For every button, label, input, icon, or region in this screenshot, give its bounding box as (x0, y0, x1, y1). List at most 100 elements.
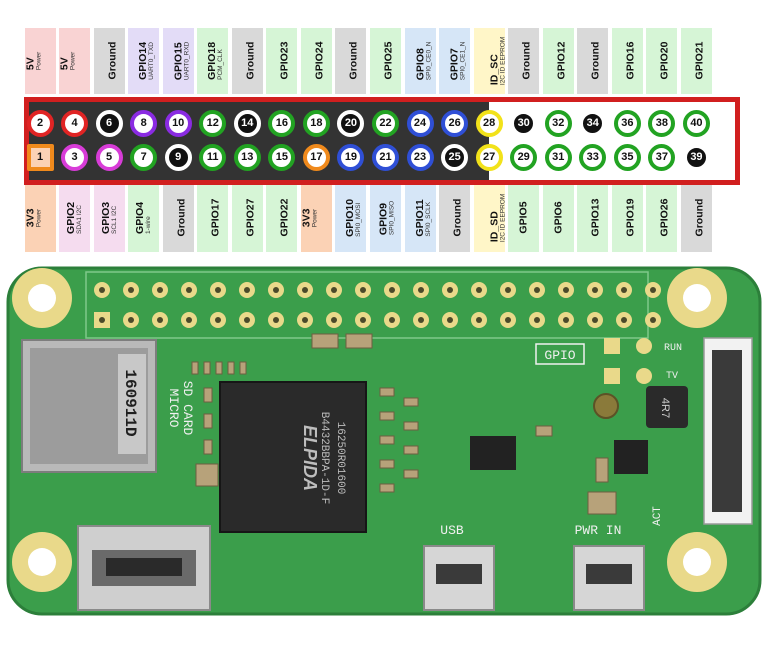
passive-component (215, 361, 223, 375)
bottom-label-6: GPIO17 (197, 184, 229, 252)
sd-card-code: 160911D (121, 369, 139, 436)
pin-name: GPIO8 (413, 48, 426, 81)
top-pin-16: 16 (268, 109, 296, 137)
pin-name: GPIO22 (278, 199, 291, 237)
top-pin-30: 30 (510, 109, 538, 137)
pin-name: Ground (520, 42, 533, 80)
passive-component (203, 387, 213, 403)
bottom-label-18: GPIO19 (611, 184, 643, 252)
bottom-pin-27: 27 (475, 143, 503, 171)
header-pad-hole (650, 287, 656, 293)
header-pad-hole (99, 317, 105, 323)
bottom-label-15: GPIO5 (508, 184, 540, 252)
pin-function: SPI0_MOSI (355, 202, 363, 237)
micro-usb-port (423, 545, 495, 611)
top-pin-40: 40 (682, 109, 710, 137)
chip-line-1: B4432BBPA-1D-F (318, 412, 330, 504)
pin-name: Ground (244, 42, 257, 80)
header-pad-hole (505, 317, 511, 323)
sd-label-card: SD CARD (180, 381, 195, 436)
header-pad-hole (389, 287, 395, 293)
pin-name: ID_SD (487, 211, 500, 243)
gpio-label: GPIO (544, 348, 575, 363)
small-chip-center (470, 436, 516, 470)
header-pad-hole (592, 287, 598, 293)
bottom-pin-7: 7 (130, 143, 158, 171)
passive-component (403, 445, 419, 455)
mounting-hole-top-left (12, 268, 72, 328)
header-pad-hole (128, 317, 134, 323)
header-pad-hole (650, 317, 656, 323)
top-label-19: GPIO20 (646, 28, 678, 94)
header-pad-hole (244, 287, 250, 293)
top-pin-8: 8 (130, 109, 158, 137)
header-pad-hole (476, 317, 482, 323)
passive-component (403, 421, 419, 431)
top-pin-22: 22 (372, 109, 399, 137)
passive-component (203, 361, 211, 375)
header-pad-hole (302, 317, 308, 323)
bottom-pin-23: 23 (406, 143, 434, 171)
passive-component (311, 333, 339, 349)
header-pad-hole (128, 287, 134, 293)
header-pad-hole (621, 287, 627, 293)
header-pad-hole (534, 317, 540, 323)
header-pad-hole (273, 287, 279, 293)
header-pad-hole (389, 317, 395, 323)
passive-component (203, 413, 213, 429)
header-pad-hole (476, 287, 482, 293)
header-pad-grid (94, 282, 661, 328)
top-label-11: GPIO25 (370, 28, 401, 94)
pin-name: GPIO21 (693, 42, 706, 80)
mounting-hole-bottom-left (12, 532, 72, 592)
passive-component (403, 397, 419, 407)
pin-function: I2C ID EEPROM (498, 36, 505, 86)
bottom-label-5: Ground (162, 184, 194, 252)
header-pad-hole (215, 317, 221, 323)
pin-function: SDA1 I2C (76, 205, 84, 235)
pin-name: GPIO27 (244, 199, 257, 237)
act-label: ACT (652, 506, 664, 526)
mounting-hole-bottom-right (667, 532, 727, 592)
pin-name: Ground (589, 42, 602, 80)
pin-function: SCL1 I2C (110, 205, 118, 235)
header-pad-hole (563, 317, 569, 323)
pin-name: 3V3 (24, 208, 36, 228)
pin-function: UART0_TXD (148, 42, 156, 80)
bottom-label-17: GPIO13 (577, 184, 609, 252)
header-pad-hole (360, 287, 366, 293)
pin-function: SPI0_SCLK (424, 201, 432, 237)
top-pin-34: 34 (579, 109, 607, 137)
passive-component (403, 469, 419, 479)
top-label-9: GPIO24 (300, 28, 332, 94)
header-pad-hole (447, 287, 453, 293)
header-pad-hole (563, 287, 569, 293)
pin-name: GPIO23 (278, 42, 291, 80)
bottom-pin-25: 25 (441, 143, 469, 171)
mounting-hole-top-right (667, 268, 727, 328)
top-pin-6: 6 (95, 109, 123, 137)
bottom-pin-37: 37 (648, 143, 676, 171)
passive-component (379, 387, 395, 397)
passive-component (379, 483, 395, 493)
bottom-label-20: Ground (680, 184, 712, 252)
passive-component (345, 333, 373, 349)
top-label-3: Ground (93, 28, 125, 94)
pin-function: I2C ID EEPROM (498, 193, 505, 243)
pin-function: 1-wire (145, 216, 153, 235)
header-pad-hole (418, 287, 424, 293)
bottom-label-8: GPIO22 (266, 184, 298, 252)
pin-name: GPIO25 (382, 42, 395, 80)
bottom-pin-3: 3 (61, 143, 89, 171)
header-pad-hole (331, 317, 337, 323)
header-pad-hole (157, 287, 163, 293)
